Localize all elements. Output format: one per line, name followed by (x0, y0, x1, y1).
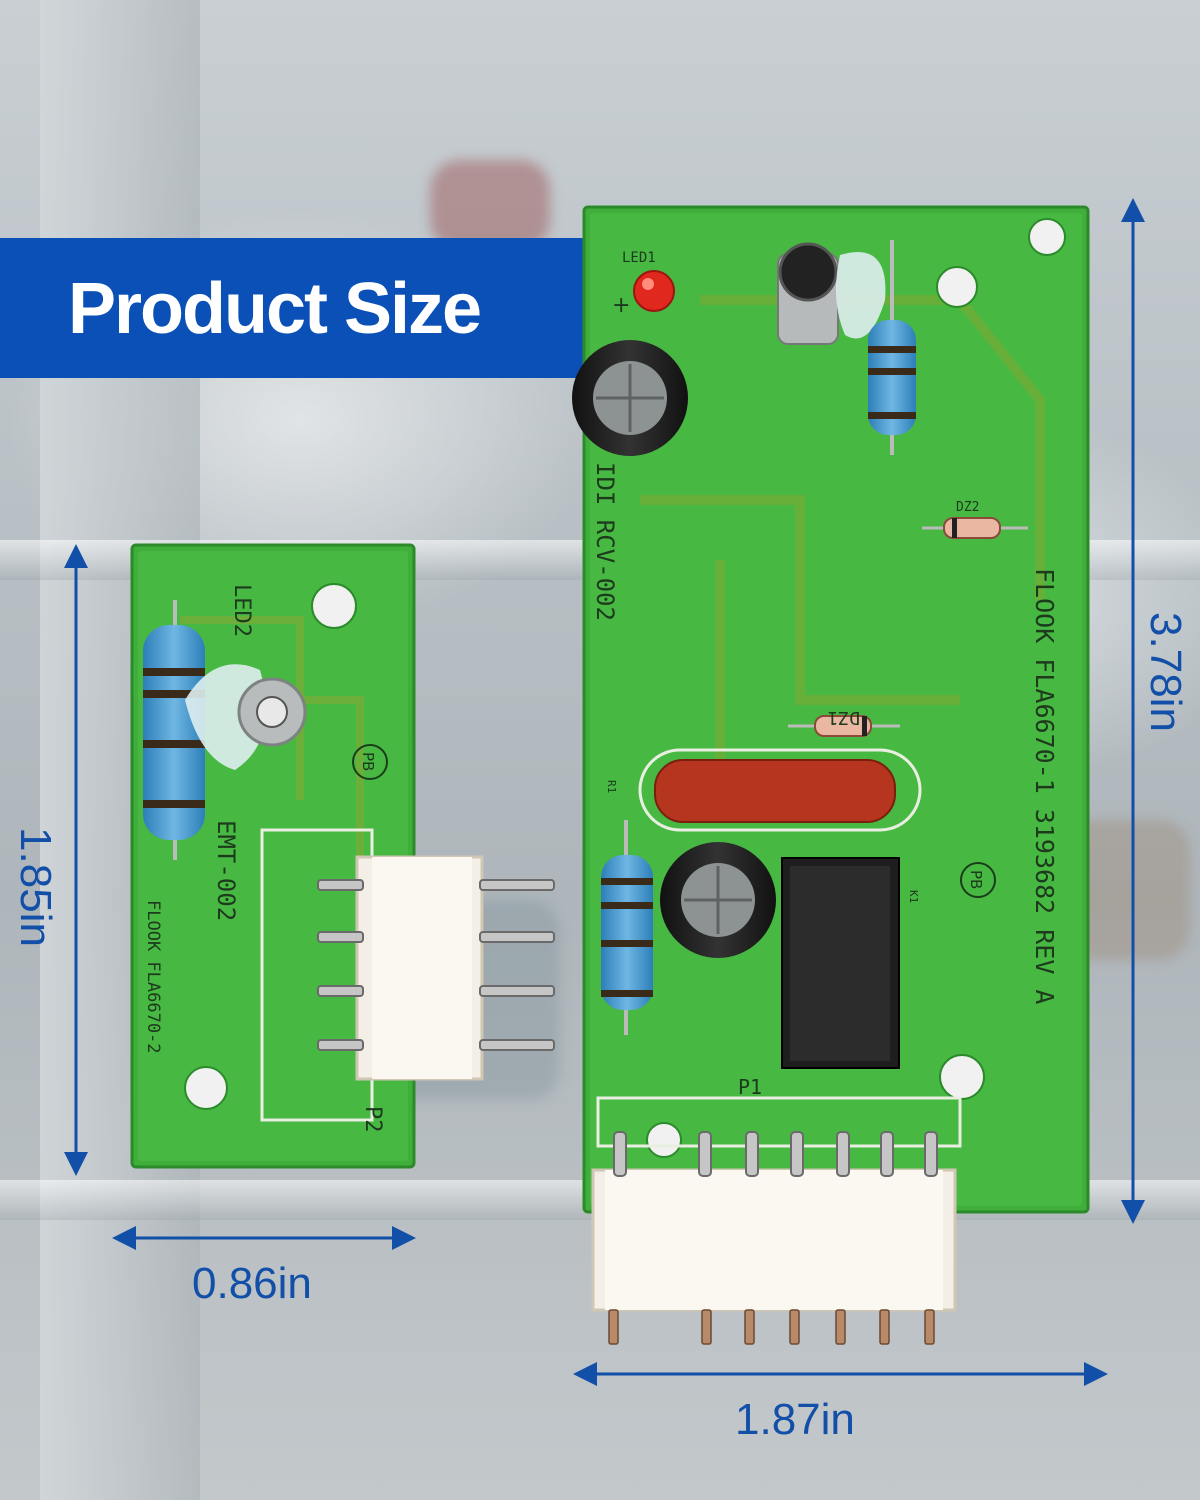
small-height-label: 1.85in (11, 827, 60, 947)
large-board-part-label: FLOOK FLA6670-1 3193682 REV A (1030, 568, 1059, 1005)
large-pcb-board (572, 205, 1090, 1345)
title-banner (0, 238, 590, 378)
small-board-part-label: FLOOK FLA6670-2 (143, 900, 163, 1054)
large-board-dz1-label: DZ1 (827, 707, 860, 728)
large-board-led-label: LED1 (622, 250, 656, 266)
small-board-led-label: LED2 (229, 584, 254, 637)
small-board-model-label: EMT-002 (212, 820, 240, 921)
large-board-model-label: IDI RCV-002 (591, 462, 619, 621)
large-board-plus-label: + (612, 293, 630, 318)
large-board-pb-mark: PB (967, 870, 985, 889)
banner-title: Product Size (68, 269, 482, 349)
large-board-p1-label: P1 (738, 1075, 762, 1099)
large-height-label: 3.78in (1141, 612, 1190, 732)
small-board-connector-label: P2 (360, 1106, 385, 1133)
large-board-dz2-label: DZ2 (956, 500, 979, 515)
large-board-r1-label: R1 (605, 780, 618, 793)
large-width-label: 1.87in (735, 1395, 855, 1444)
large-board-k1-label: K1 (907, 890, 920, 903)
small-pcb-board (130, 543, 555, 1169)
blurred-food-item (430, 160, 550, 250)
small-board-pb-mark: PB (359, 752, 377, 771)
small-width-label: 0.86in (192, 1259, 312, 1308)
